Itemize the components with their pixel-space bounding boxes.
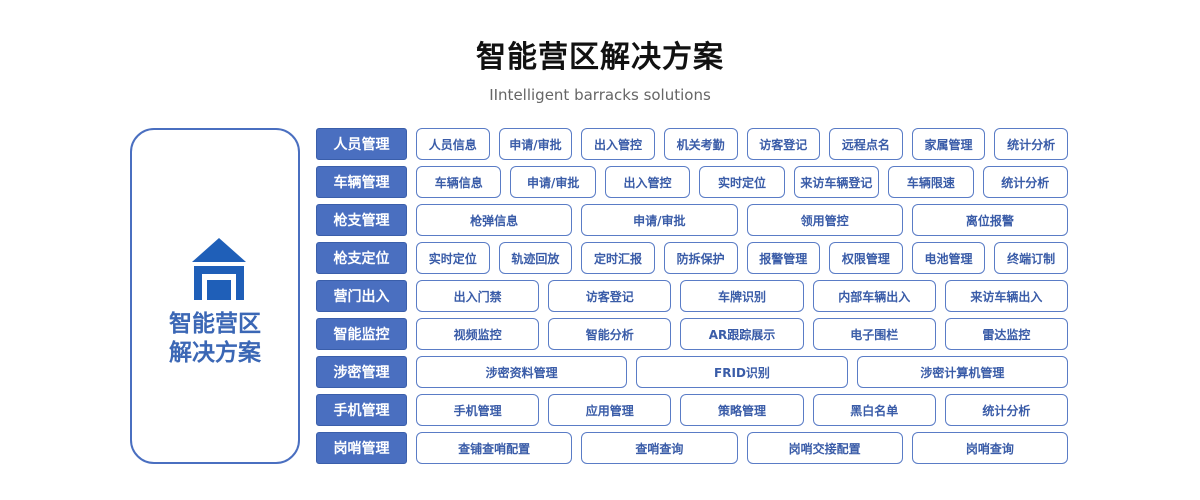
- feature-item[interactable]: 涉密计算机管理: [856, 356, 1068, 388]
- module-row: 人员管理人员信息申请/审批出入管控机关考勤访客登记远程点名家属管理统计分析: [316, 128, 1068, 160]
- feature-item[interactable]: 车辆信息: [416, 166, 502, 198]
- feature-list: 枪弹信息申请/审批领用管控离位报警: [416, 204, 1068, 236]
- feature-item[interactable]: 访客登记: [746, 128, 821, 160]
- house-icon: [192, 238, 246, 300]
- feature-item[interactable]: 手机管理: [416, 394, 540, 426]
- page-subtitle: IIntelligent barracks solutions: [489, 86, 711, 104]
- module-row: 车辆管理车辆信息申请/审批出入管控实时定位来访车辆登记车辆限速统计分析: [316, 166, 1068, 198]
- feature-item[interactable]: 权限管理: [829, 242, 903, 274]
- category-label[interactable]: 枪支定位: [316, 242, 407, 274]
- category-label[interactable]: 手机管理: [316, 394, 407, 426]
- feature-list: 车辆信息申请/审批出入管控实时定位来访车辆登记车辆限速统计分析: [416, 166, 1068, 198]
- feature-item[interactable]: 车辆限速: [888, 166, 974, 198]
- feature-item[interactable]: 统计分析: [994, 128, 1068, 160]
- feature-item[interactable]: 实时定位: [416, 242, 490, 274]
- feature-item[interactable]: 申请/审批: [498, 128, 573, 160]
- feature-item[interactable]: FRID识别: [636, 356, 848, 388]
- module-row: 枪支定位实时定位轨迹回放定时汇报防拆保护报警管理权限管理电池管理终端订制: [316, 242, 1068, 274]
- feature-item[interactable]: 实时定位: [699, 166, 785, 198]
- category-label[interactable]: 营门出入: [316, 280, 407, 312]
- feature-item[interactable]: 访客登记: [548, 280, 672, 312]
- module-grid: 人员管理人员信息申请/审批出入管控机关考勤访客登记远程点名家属管理统计分析车辆管…: [316, 128, 1069, 468]
- feature-item[interactable]: 内部车辆出入: [812, 280, 936, 312]
- feature-item[interactable]: 家属管理: [911, 128, 986, 160]
- category-label[interactable]: 枪支管理: [316, 204, 407, 236]
- feature-item[interactable]: 统计分析: [944, 394, 1069, 426]
- feature-item[interactable]: 申请/审批: [581, 204, 738, 236]
- feature-item[interactable]: 视频监控: [416, 318, 540, 350]
- feature-item[interactable]: 岗哨交接配置: [746, 432, 903, 464]
- feature-item[interactable]: 出入门禁: [416, 280, 540, 312]
- feature-item[interactable]: 来访车辆登记: [793, 166, 880, 198]
- feature-list: 出入门禁访客登记车牌识别内部车辆出入来访车辆出入: [416, 280, 1069, 312]
- page-title: 智能营区解决方案: [476, 40, 724, 75]
- module-row: 岗哨管理查铺查哨配置查哨查询岗哨交接配置岗哨查询: [316, 432, 1068, 464]
- feature-item[interactable]: 查铺查哨配置: [416, 432, 573, 464]
- category-label[interactable]: 人员管理: [316, 128, 407, 160]
- feature-item[interactable]: 来访车辆出入: [944, 280, 1069, 312]
- feature-item[interactable]: 申请/审批: [510, 166, 596, 198]
- feature-item[interactable]: 策略管理: [680, 394, 804, 426]
- category-label[interactable]: 智能监控: [316, 318, 407, 350]
- feature-item[interactable]: 定时汇报: [581, 242, 655, 274]
- module-row: 营门出入出入门禁访客登记车牌识别内部车辆出入来访车辆出入: [316, 280, 1069, 312]
- feature-item[interactable]: 涉密资料管理: [416, 356, 628, 388]
- feature-item[interactable]: 终端订制: [994, 242, 1068, 274]
- solution-card: 智能营区 解决方案: [130, 128, 300, 464]
- module-row: 枪支管理枪弹信息申请/审批领用管控离位报警: [316, 204, 1068, 236]
- feature-item[interactable]: 机关考勤: [663, 128, 738, 160]
- feature-item[interactable]: 黑白名单: [812, 394, 936, 426]
- feature-list: 查铺查哨配置查哨查询岗哨交接配置岗哨查询: [416, 432, 1068, 464]
- feature-item[interactable]: 统计分析: [982, 166, 1068, 198]
- feature-item[interactable]: 防拆保护: [663, 242, 738, 274]
- feature-item[interactable]: 离位报警: [911, 204, 1068, 236]
- feature-item[interactable]: 出入管控: [581, 128, 655, 160]
- feature-item[interactable]: 远程点名: [829, 128, 903, 160]
- category-label[interactable]: 车辆管理: [316, 166, 407, 198]
- feature-item[interactable]: 雷达监控: [944, 318, 1069, 350]
- feature-item[interactable]: 岗哨查询: [911, 432, 1068, 464]
- feature-item[interactable]: 人员信息: [416, 128, 490, 160]
- category-label[interactable]: 涉密管理: [316, 356, 407, 388]
- solution-title-line2: 解决方案: [169, 340, 261, 366]
- feature-item[interactable]: 枪弹信息: [416, 204, 573, 236]
- feature-item[interactable]: 报警管理: [746, 242, 821, 274]
- feature-item[interactable]: 领用管控: [746, 204, 903, 236]
- feature-item[interactable]: 智能分析: [548, 318, 672, 350]
- feature-item[interactable]: 轨迹回放: [498, 242, 573, 274]
- solution-title-line1: 智能营区: [169, 311, 261, 337]
- feature-item[interactable]: 出入管控: [604, 166, 691, 198]
- feature-list: 实时定位轨迹回放定时汇报防拆保护报警管理权限管理电池管理终端订制: [416, 242, 1068, 274]
- feature-item[interactable]: 查哨查询: [581, 432, 738, 464]
- feature-list: 人员信息申请/审批出入管控机关考勤访客登记远程点名家属管理统计分析: [416, 128, 1068, 160]
- feature-item[interactable]: 电子围栏: [812, 318, 936, 350]
- feature-list: 手机管理应用管理策略管理黑白名单统计分析: [416, 394, 1069, 426]
- feature-item[interactable]: AR跟踪展示: [680, 318, 804, 350]
- module-row: 手机管理手机管理应用管理策略管理黑白名单统计分析: [316, 394, 1069, 426]
- solution-title: 智能营区 解决方案: [132, 310, 298, 368]
- category-label[interactable]: 岗哨管理: [316, 432, 407, 464]
- feature-item[interactable]: 应用管理: [548, 394, 672, 426]
- feature-item[interactable]: 电池管理: [911, 242, 986, 274]
- feature-item[interactable]: 车牌识别: [680, 280, 804, 312]
